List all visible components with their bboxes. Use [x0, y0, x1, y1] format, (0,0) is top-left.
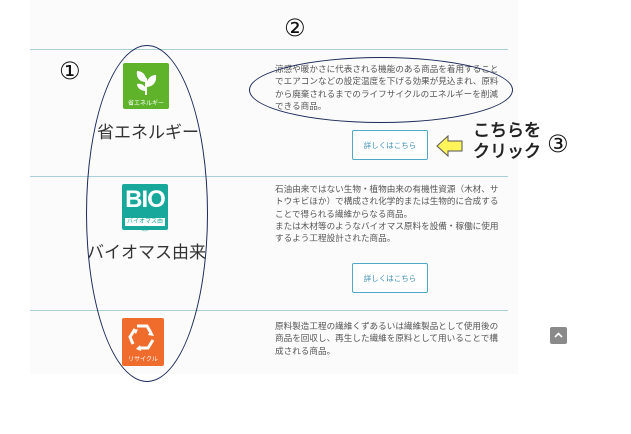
annotation-oval-categories: [86, 45, 208, 382]
divider-top: [30, 49, 508, 50]
details-button-energy[interactable]: 詳しくはこちら: [352, 130, 428, 160]
callout-line-2: クリック: [473, 142, 541, 162]
annotation-marker-2: ②: [284, 14, 306, 42]
callout-line-1: こちらを: [473, 121, 541, 141]
description-recycle: 原料製造工程の繊維くずあるいは繊維製品として使用後の商品を回収し、再生した繊維を…: [275, 322, 499, 357]
annotation-oval-description: [249, 57, 513, 123]
divider-1: [30, 176, 508, 177]
divider-2: [30, 310, 508, 311]
annotation-marker-1: ①: [59, 57, 81, 85]
arrow-left-icon: [436, 135, 463, 157]
chevron-up-icon: [554, 332, 563, 338]
scroll-to-top-button[interactable]: [550, 327, 567, 344]
annotation-marker-3: ③: [547, 130, 569, 158]
description-biomass: 石油由来ではない生物・植物由来の有機性資源（木材、サトウキビほか）で構成され化学…: [275, 185, 499, 245]
details-button-biomass[interactable]: 詳しくはこちら: [352, 263, 428, 293]
